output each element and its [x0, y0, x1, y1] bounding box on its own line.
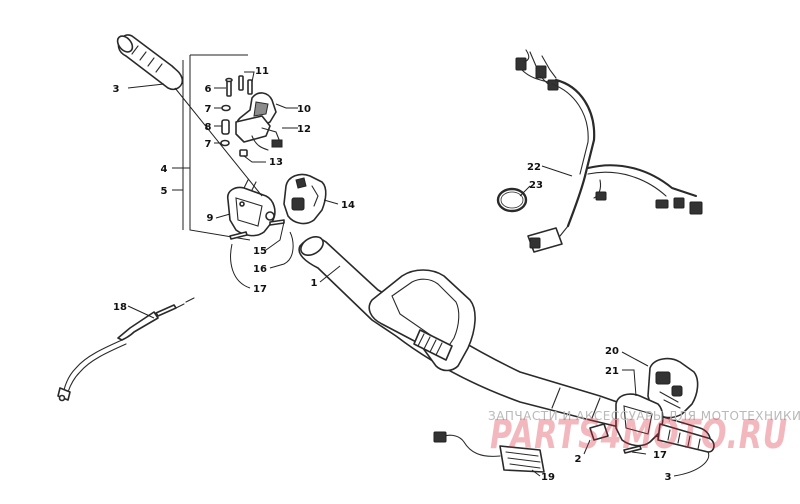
o-ring — [496, 187, 528, 213]
callout-3-left-grip: 3 — [113, 84, 120, 95]
throttle-cable — [57, 297, 195, 402]
watermark-tagline: ЗАПЧАСТИ И АКСЕССУАРЫ ДЛЯ МОТОТЕХНИКИ — [488, 409, 800, 423]
watermark: ЗАПЧАСТИ И АКСЕССУАРЫ ДЛЯ МОТОТЕХНИКИ PA… — [488, 409, 800, 458]
right-switch-module — [647, 357, 699, 419]
callout-11: 11 — [255, 66, 269, 77]
callout-17-right: 17 — [653, 450, 667, 461]
callout-20: 20 — [605, 346, 619, 357]
callout-2: 2 — [575, 454, 582, 465]
switch-module — [283, 173, 327, 225]
callout-22: 22 — [527, 162, 541, 173]
callout-10: 10 — [297, 104, 311, 115]
callout-1-handlebar: 1 — [311, 278, 318, 289]
callout-5: 5 — [161, 186, 168, 197]
callout-18: 18 — [113, 302, 127, 313]
callout-13: 13 — [269, 157, 283, 168]
wiring-harness — [515, 49, 703, 253]
callout-15: 15 — [253, 246, 267, 257]
callout-12: 12 — [297, 124, 311, 135]
callout-8: 8 — [205, 122, 212, 133]
clamp-block — [589, 423, 609, 441]
callout-4: 4 — [161, 164, 168, 175]
callout-7-upper: 7 — [205, 104, 212, 115]
callout-labels: 3 11 6 10 7 8 12 7 13 4 5 14 9 15 16 17 … — [113, 66, 672, 483]
callout-17-left: 17 — [253, 284, 267, 295]
watermark-brand: PARTS4MOTO.RU — [490, 412, 788, 458]
callout-19: 19 — [541, 472, 555, 483]
left-grip — [116, 34, 184, 91]
callout-14: 14 — [341, 200, 355, 211]
grip-heater-element — [433, 431, 545, 473]
callout-23: 23 — [529, 180, 543, 191]
callout-21: 21 — [605, 366, 619, 377]
leader-lines — [127, 71, 710, 477]
right-brake-housing — [615, 393, 664, 454]
callout-3-right-grip: 3 — [665, 472, 672, 483]
callout-7-lower: 7 — [205, 139, 212, 150]
callout-16: 16 — [253, 264, 267, 275]
callout-9: 9 — [207, 213, 214, 224]
left-brake-housing — [226, 179, 285, 240]
callout-6: 6 — [205, 84, 212, 95]
hardware-pins — [220, 75, 253, 157]
throttle-housing — [235, 115, 283, 151]
